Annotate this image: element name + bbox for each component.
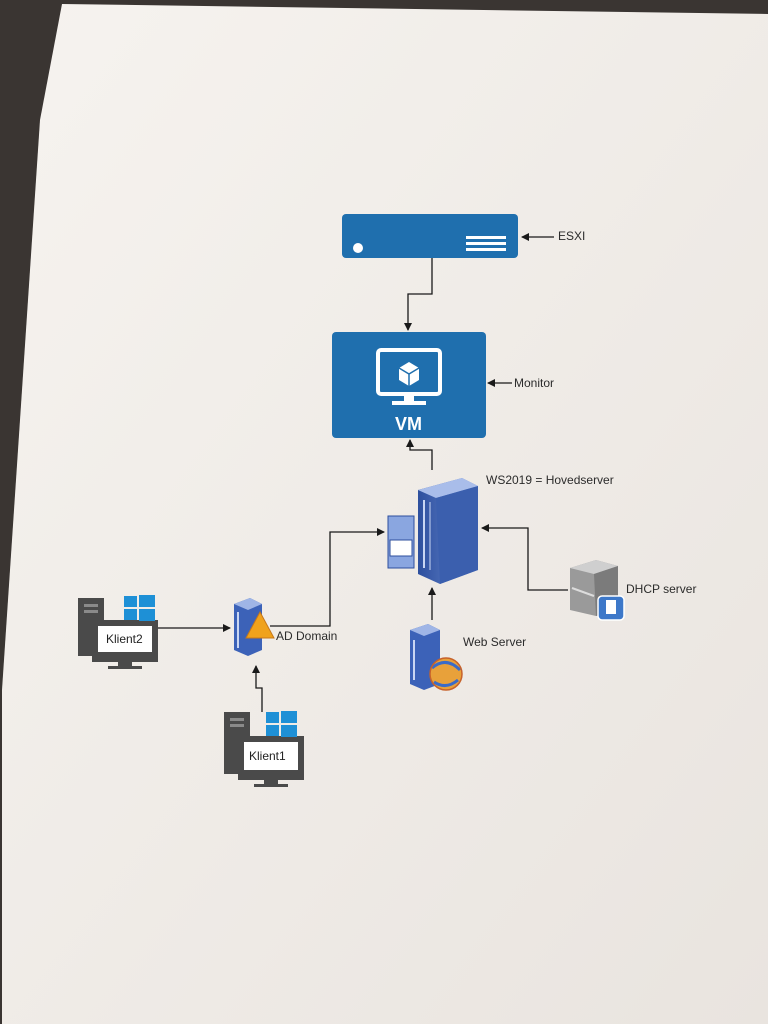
klient2-computer-icon [78, 595, 158, 669]
ws2019-label: WS2019 = Hovedserver [486, 473, 614, 487]
esxi-label: ESXI [558, 229, 586, 243]
web-server-icon [410, 624, 463, 691]
monitor-label: Monitor [514, 376, 555, 390]
klient1-label: Klient1 [249, 749, 286, 763]
dhcp-server-icon [570, 560, 625, 621]
edge-ws2019-vm [406, 439, 433, 470]
vm-icon [332, 332, 486, 438]
ad-domain-icon [234, 598, 275, 656]
klient1-computer-icon [224, 711, 304, 787]
edge-dhcp-ws2019 [481, 524, 568, 591]
klient2-label: Klient2 [106, 632, 143, 646]
main-server-icon [387, 478, 478, 584]
edge-ad-ws2019 [270, 528, 385, 627]
esxi-server-icon [342, 214, 518, 258]
dhcp-label: DHCP server [626, 582, 697, 596]
edge-klient1-ad [252, 665, 263, 712]
paper-sheet [2, 4, 768, 1024]
vm-label: VM [395, 414, 422, 434]
ad-domain-label: AD Domain [276, 629, 338, 643]
edge-esxi-vm [404, 258, 433, 331]
web-server-label: Web Server [463, 635, 527, 649]
